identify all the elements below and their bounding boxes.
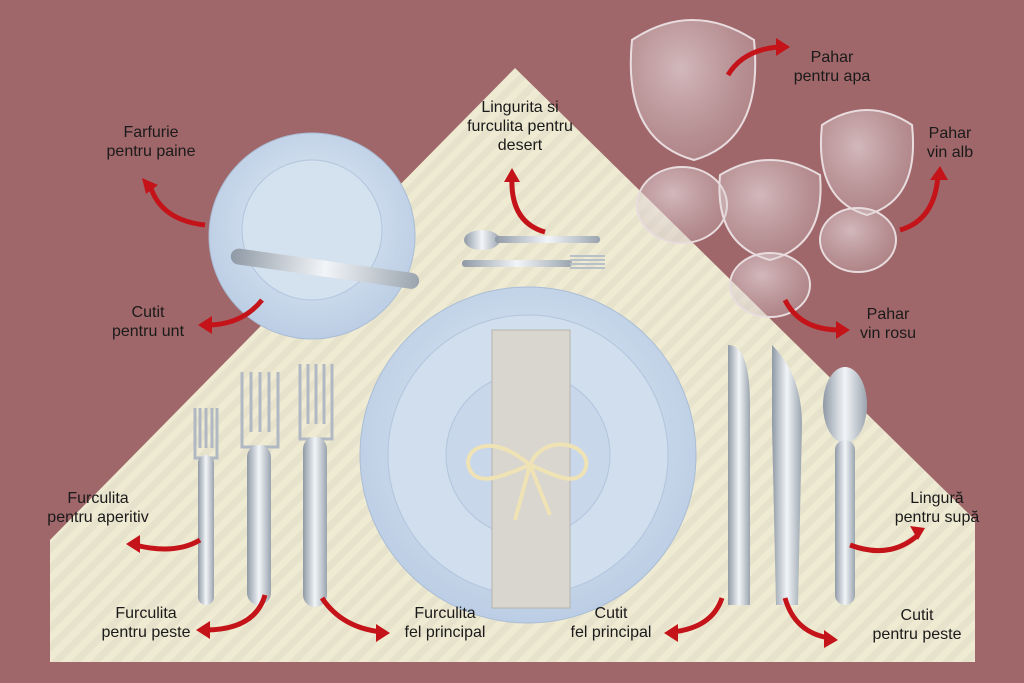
ribbon-bow	[466, 442, 589, 521]
arrow-fish-fork	[204, 594, 268, 633]
arrow-soup-spoon	[849, 533, 920, 554]
glasses	[629, 19, 914, 318]
arrow-water-glass	[725, 44, 779, 77]
arrow-dessert	[509, 176, 546, 235]
bread-plate	[208, 132, 420, 340]
arrow-bread-plate	[147, 184, 206, 228]
forks	[193, 364, 334, 607]
arrow-appetizer-fork	[134, 537, 202, 552]
arrowheads	[126, 38, 948, 648]
butter-knife	[230, 248, 420, 289]
arrow-white-wine	[899, 174, 941, 233]
arrow-fish-knife	[782, 597, 831, 641]
dessert-cutlery	[462, 230, 605, 269]
arrows	[134, 44, 941, 641]
arrow-main-fork	[319, 596, 383, 635]
knives-and-spoon	[728, 345, 867, 605]
arrow-butter-knife	[206, 298, 264, 328]
dinner-plate	[359, 286, 697, 624]
arrow-red-wine	[782, 298, 841, 333]
arrow-main-knife	[671, 597, 725, 635]
